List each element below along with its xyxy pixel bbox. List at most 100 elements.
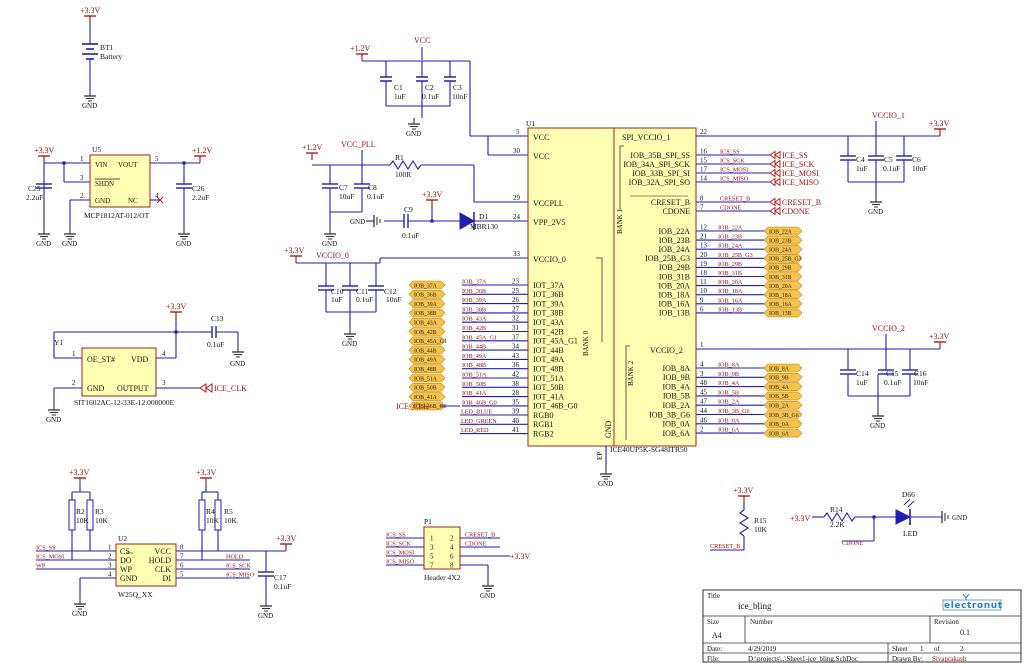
y1-body	[81, 347, 157, 397]
tb-size: A4	[712, 631, 722, 640]
bank1-net-7: IOB_18A	[718, 288, 743, 295]
spi-arrow-2	[769, 159, 781, 169]
bank2-flag-3-text: IOB_5B	[769, 394, 789, 400]
bank1-net-2: IOB_24A	[718, 243, 743, 250]
pll-gnd: GND	[322, 240, 337, 248]
bank0-flag-2-text: IOB_39A	[414, 302, 438, 308]
c3-value: 10nF	[452, 92, 467, 101]
p1-lnet-3: ICS_MISO	[386, 559, 415, 566]
bank0-pin-3: 27	[512, 305, 520, 313]
u1-p24: 24	[513, 213, 521, 221]
y1-pwr: +3.3V	[166, 302, 187, 311]
bank2-flag-7-text: IOB_6A	[769, 431, 790, 437]
tb-number-label: Number	[750, 618, 774, 626]
spi-name-2: IOB_34A_SPI_SCK	[623, 160, 690, 169]
bank1-name-2: IOB_24A	[658, 245, 690, 254]
u2-lpin-1: 2	[108, 553, 112, 561]
bank2-net-6: IOB_0A	[718, 417, 740, 424]
r14-net: CDONE	[842, 540, 864, 547]
bank0-name-4: IOT_43A	[533, 318, 564, 327]
u1-p24-name: VPP_2V5	[533, 218, 565, 227]
bank1-pin-4: 19	[700, 260, 708, 268]
r14-value: 2.2K	[830, 520, 845, 529]
spi-arrow-4	[769, 177, 781, 187]
u5-pin1-name: VIN	[95, 161, 107, 169]
p1-pwr: +3.3V	[510, 552, 531, 561]
d66-ref: D66	[902, 490, 915, 499]
u1-p1-name: VCCIO_2	[650, 346, 683, 355]
u5-pin3-name: SHDN	[95, 180, 114, 188]
bank2-pin-4: 47	[700, 398, 708, 406]
bank1-net-3: IOB_25B_G3	[718, 252, 753, 259]
y1-c13-gnd: GND	[230, 360, 245, 368]
bank2-name-2: IOB_4A	[662, 382, 690, 391]
r15-net: CRESET_B	[710, 543, 740, 550]
spi-name-6: CDONE	[662, 207, 690, 216]
tb-revision: 0.1	[960, 628, 970, 637]
bank2-flag-3-tag	[763, 391, 803, 401]
c9-ref: C9	[404, 205, 413, 214]
c9-gnd: GND	[350, 218, 365, 226]
bank0-flag-4-text: IOB_43A	[414, 321, 438, 327]
c10-value: 1uF	[331, 295, 343, 304]
r1-value: 100R	[395, 170, 411, 179]
y1-p4-name: VDD	[131, 355, 149, 364]
u5-gnd3: GND	[176, 240, 191, 248]
tb-sheet-num: 1	[920, 645, 924, 653]
u2-part: W25Q_XX	[118, 590, 153, 599]
u1-bank0-label: BANK 0	[582, 330, 590, 356]
bank1-name-4: IOB_29B	[659, 263, 690, 272]
spi-net-4: ICS_MISO	[720, 176, 749, 183]
bank2-flag-4-text: IOB_2A	[769, 404, 790, 410]
bank1-pin-1: 21	[700, 233, 708, 241]
bank0-pin-8: 43	[512, 352, 520, 360]
r4-value: 10K	[206, 516, 220, 525]
vcc-decoupling: +1.2V VCC GND C1 1uF C2 0.1uF C3 10nF	[350, 36, 528, 138]
tb-of-label: of	[934, 645, 941, 653]
u1-part: ICE40UP5K-SG48ITR50	[610, 445, 688, 454]
b2-vccio: VCCIO_2	[872, 324, 905, 333]
pll-pwr: +1.2V	[302, 143, 323, 152]
electronut-logo: electronut	[942, 593, 1002, 611]
c14-ref: C14	[856, 369, 869, 378]
u1-p5-name: VCC	[533, 133, 549, 142]
c17-value: 0.1uF	[274, 582, 291, 591]
spi-net-1: ICS_SS	[720, 149, 740, 156]
d1-pwr: +3.3V	[422, 190, 443, 199]
tb-drawn-label: Drawn By:	[892, 655, 923, 663]
bank2-flag-0-tag	[763, 363, 803, 373]
bank0-pin-6: 37	[512, 333, 520, 341]
p1-lpin-0: 1	[430, 535, 434, 543]
bank1-net-5: IOB_31B	[718, 270, 742, 277]
c14-value: 1uF	[856, 378, 868, 387]
bank1-flag-0-tag	[763, 226, 803, 236]
bank2-name-0: IOB_8A	[662, 364, 690, 373]
bank1-flag-6-tag	[763, 281, 803, 290]
bank1-name-5: IOB_31B	[659, 272, 690, 281]
u2-pwr-r: +3.3V	[196, 468, 217, 477]
bank0-net-8: IOB_49A	[462, 353, 487, 360]
p1-header: P1 Header 4X2 GND +3.3V	[423, 517, 531, 600]
spi-pin-6: 7	[700, 204, 704, 212]
c15-ref: C15	[886, 369, 899, 378]
c8-value: 0.1uF	[367, 192, 384, 201]
c6-value: 10nF	[912, 164, 927, 173]
u2-rname-2: CLK	[155, 565, 171, 574]
bank2-name-5: IOB_3B_G6	[649, 410, 690, 419]
bank0-name-13: IOT_46B_G0	[533, 402, 577, 411]
u1-p22: 22	[700, 128, 708, 136]
u2-lpin-3: 4	[108, 571, 112, 579]
tb-title: ice_bling	[738, 601, 772, 611]
p1-lpin-2: 5	[430, 553, 434, 561]
bank0-net-3: IOB_38B	[462, 306, 486, 313]
tb-drawn-by: Sivaprakash	[932, 655, 967, 663]
bank2-name-4: IOB_2A	[662, 401, 690, 410]
tb-date: 4/29/2019	[748, 645, 777, 653]
bank1-net-4: IOB_29B	[718, 261, 742, 268]
bank1-pin-6: 11	[700, 278, 707, 286]
bank0-net-2: IOB_39A	[462, 297, 487, 304]
bank0-name-11: IOT_50B	[533, 383, 564, 392]
u5-gnd2: GND	[62, 240, 77, 248]
